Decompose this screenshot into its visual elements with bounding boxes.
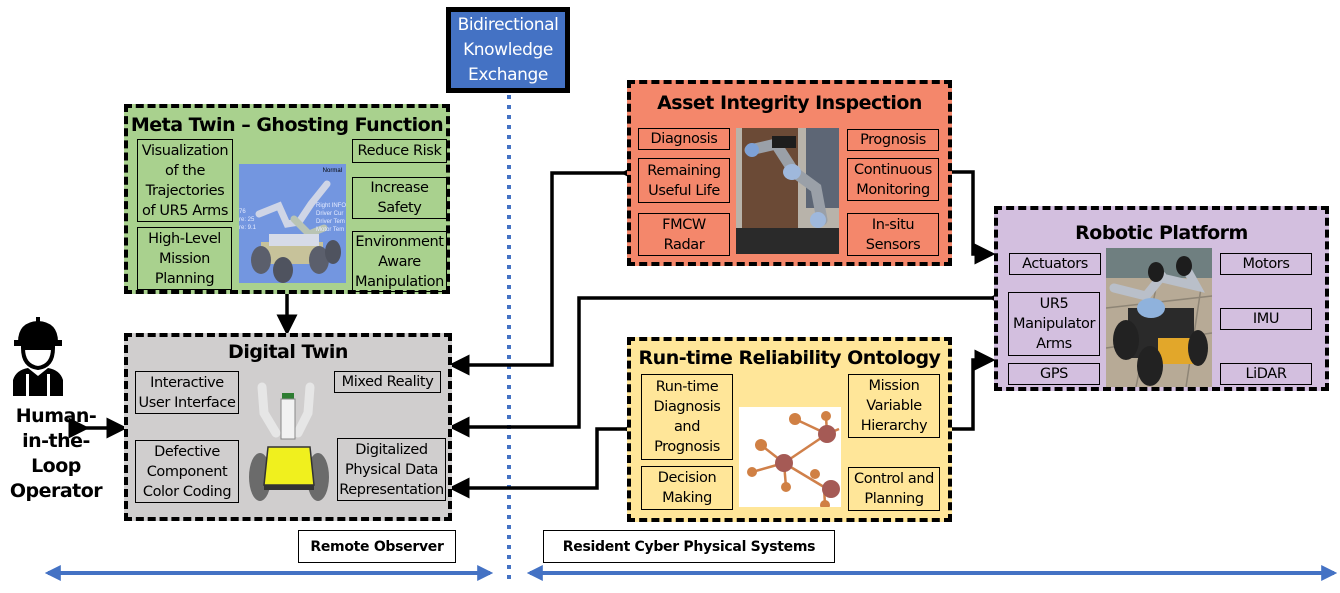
meta-item-reduce-risk: Reduce Risk <box>352 139 447 163</box>
digital-item-mixed-reality: Mixed Reality <box>334 371 441 393</box>
connector-asset-digital <box>448 162 642 376</box>
digital-item-interactive-ui: Interactive User Interface <box>135 371 239 414</box>
robotic-item-lidar: LiDAR <box>1220 363 1312 385</box>
remote-observer-label: Remote Observer <box>298 530 456 563</box>
info-line: re: 9.1 <box>239 225 257 231</box>
ghosting-status-label: Normal <box>322 168 342 174</box>
robotic-platform-photo <box>1106 248 1212 387</box>
worker-helmet-icon <box>13 317 63 396</box>
asset-item-prognosis: Prognosis <box>847 129 939 151</box>
digital-twin-title: Digital Twin <box>228 341 348 363</box>
resident-cps-label: Resident Cyber Physical Systems <box>543 530 835 563</box>
meta-item-visualization: Visualization of the Trajectories of UR5… <box>137 139 233 222</box>
robotic-item-imu: IMU <box>1220 308 1312 330</box>
ontology-item-decision-making: Decision Making <box>641 466 733 510</box>
robotic-item-actuators: Actuators <box>1009 253 1101 275</box>
ontology-title: Run-time Reliability Ontology <box>638 347 941 369</box>
ontology-panel: Run-time Reliability Ontology Run-time D… <box>627 337 952 522</box>
asset-item-fmcw-radar: FMCW Radar <box>638 213 730 256</box>
ontology-item-mission-variable: Mission Variable Hierarchy <box>848 374 940 438</box>
robotic-platform-title: Robotic Platform <box>1075 222 1248 244</box>
robotic-platform-panel: Robotic Platform Actuators UR5 Manipulat… <box>994 206 1329 391</box>
digital-twin-panel: Digital Twin Interactive User Interface … <box>124 333 452 521</box>
asset-item-continuous-monitoring: Continuous Monitoring <box>847 158 939 201</box>
meta-item-mission-planning: High-Level Mission Planning <box>137 227 232 290</box>
knowledge-exchange-box: Bidirectional Knowledge Exchange <box>446 7 570 93</box>
ghosting-info-label: Right INFO Driver Cur Driver Tem Motor T… <box>316 202 346 234</box>
meta-twin-panel: Meta Twin – Ghosting Function Visualizat… <box>124 104 450 294</box>
connector-ontology-digital <box>448 418 644 499</box>
info-line: Driver Tem <box>315 219 345 225</box>
meta-item-increase-safety: Increase Safety <box>352 177 447 219</box>
asset-integrity-title: Asset Integrity Inspection <box>657 92 922 114</box>
info-line: Motor Tem <box>315 227 345 233</box>
robotic-item-gps: GPS <box>1008 363 1100 385</box>
asset-item-in-situ-sensors: In-situ Sensors <box>847 213 939 256</box>
robotic-item-ur5-arms: UR5 Manipulator Arms <box>1008 292 1100 356</box>
robotic-item-motors: Motors <box>1220 253 1312 275</box>
info-line: Right INFO <box>315 203 346 209</box>
connector-asset-robotic <box>934 161 996 265</box>
ontology-item-runtime-diagnosis: Run-time Diagnosis and Prognosis <box>641 374 733 460</box>
info-line: re: 25 <box>239 217 255 223</box>
info-line: 76 <box>239 209 246 215</box>
digital-twin-robot-image <box>244 373 334 505</box>
info-line: Driver Cur <box>315 211 344 217</box>
ghosting-robot-image: Normal Right INFO Driver Cur Driver Tem … <box>239 164 346 283</box>
connector-ontology-robotic <box>934 349 996 440</box>
digital-item-physical-data: Digitalized Physical Data Representation <box>337 438 446 501</box>
asset-item-remaining-life: Remaining Useful Life <box>638 158 730 203</box>
ghosting-left-info: 76 re: 25 re: 9.1 <box>239 208 256 232</box>
meta-item-environment-aware: Environment Aware Manipulation <box>352 231 447 292</box>
ontology-item-control-planning: Control and Planning <box>848 467 940 511</box>
operator-label: Human- in-the- Loop Operator <box>9 405 103 502</box>
asset-item-diagnosis: Diagnosis <box>638 128 730 150</box>
asset-inspection-photo <box>736 128 839 254</box>
asset-integrity-panel: Asset Integrity Inspection Diagnosis Rem… <box>627 80 952 266</box>
ontology-network-image <box>739 407 841 507</box>
digital-item-color-coding: Defective Component Color Coding <box>135 440 239 503</box>
meta-twin-title: Meta Twin – Ghosting Function <box>130 114 444 136</box>
